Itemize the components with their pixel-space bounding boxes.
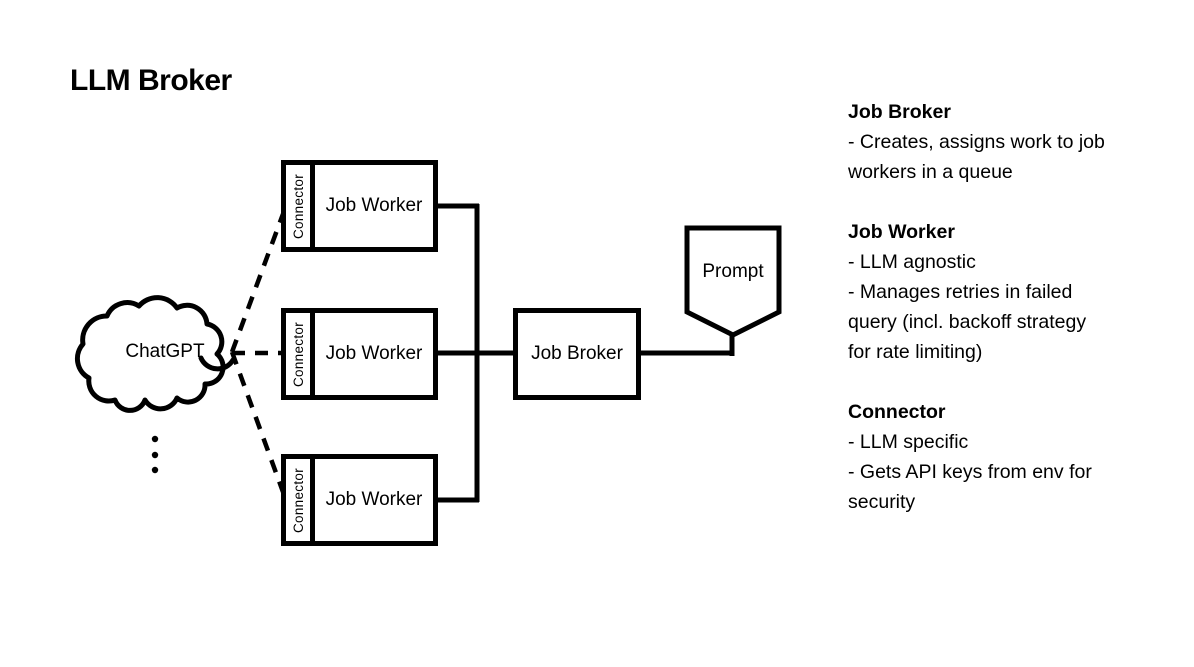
vertical-ellipsis-icon: [151, 435, 159, 474]
cloud-curl-detail: [198, 355, 236, 372]
connector-strip-3: Connector: [286, 459, 315, 541]
chatgpt-cloud-label: ChatGPT: [125, 341, 205, 362]
connector-label-2: Connector: [290, 321, 306, 387]
note-line: query (incl. backoff strategy: [848, 311, 1087, 333]
dashed-link-bottom: [229, 351, 286, 493]
prompt-shape: [684, 225, 782, 338]
connector-label-3: Connector: [290, 467, 306, 533]
job-worker-label-2: Job Worker: [325, 343, 423, 364]
note-line: - LLM specific: [848, 431, 969, 453]
note-line: - Gets API keys from env for: [848, 461, 1092, 483]
job-broker-box: Job Broker: [513, 308, 641, 400]
note-line: - Creates, assigns work to job: [848, 131, 1105, 153]
note-heading: Connector: [848, 401, 946, 423]
connector-label-1: Connector: [290, 173, 306, 239]
page-title: LLM Broker: [70, 64, 232, 97]
connector-strip-1: Connector: [286, 165, 315, 247]
note-line: security: [848, 491, 916, 513]
job-worker-box-2: Connector Job Worker: [281, 308, 438, 400]
job-broker-label: Job Broker: [531, 343, 623, 364]
note-heading: Job Broker: [848, 101, 951, 123]
annotation-notes: Job Broker - Creates, assigns work to jo…: [848, 97, 1178, 547]
job-worker-box-1: Connector Job Worker: [281, 160, 438, 252]
note-section-connector: Connector - LLM specific - Gets API keys…: [848, 397, 1178, 517]
job-worker-label-3: Job Worker: [325, 489, 423, 510]
note-line: for rate limiting): [848, 341, 983, 363]
note-line: - Manages retries in failed: [848, 281, 1073, 303]
job-worker-label-1: Job Worker: [325, 195, 423, 216]
chatgpt-cloud-shape: [74, 295, 226, 413]
note-section-job-broker: Job Broker - Creates, assigns work to jo…: [848, 97, 1178, 187]
note-heading: Job Worker: [848, 221, 955, 243]
note-section-job-worker: Job Worker - LLM agnostic - Manages retr…: [848, 217, 1178, 367]
connector-strip-2: Connector: [286, 313, 315, 395]
note-line: - LLM agnostic: [848, 251, 976, 273]
dashed-link-top: [229, 213, 286, 353]
job-worker-box-3: Connector Job Worker: [281, 454, 438, 546]
prompt-shape-label: Prompt: [702, 261, 764, 282]
note-line: workers in a queue: [848, 161, 1013, 183]
